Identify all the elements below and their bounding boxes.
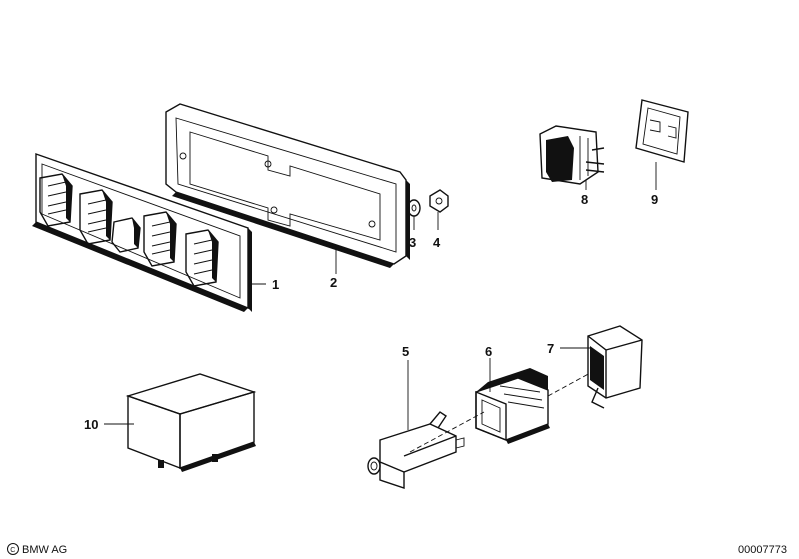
cover-plate-drawing (635, 99, 689, 163)
relay-box-drawing (125, 373, 257, 472)
brand-text: BMW AG (22, 544, 67, 556)
part-label-7: 7 (547, 341, 554, 356)
rocker-switch-1 (39, 173, 73, 227)
part-label-4: 4 (433, 235, 441, 250)
drawing-number: 00007773 (738, 544, 787, 556)
copyright-mark: C (7, 543, 19, 555)
rocker-switch-3 (143, 211, 177, 267)
rocker-switch-4 (185, 229, 219, 287)
switch-housing-drawing (475, 368, 550, 444)
nut-drawing (429, 189, 449, 213)
part-label-5: 5 (402, 344, 409, 359)
part-label-10: 10 (84, 417, 98, 432)
leader-lines (104, 162, 657, 430)
circuit-switch-drawing (367, 411, 465, 489)
frame-drawing (165, 103, 410, 268)
part-label-6: 6 (485, 344, 492, 359)
switch-insert-drawing (587, 325, 643, 409)
part-label-9: 9 (651, 192, 658, 207)
part-label-1: 1 (272, 277, 279, 292)
svg-text:C: C (10, 547, 15, 554)
part-label-8: 8 (581, 192, 588, 207)
switch-panel-drawing (32, 153, 252, 312)
rocker-switch-drawing (539, 125, 605, 185)
part-label-2: 2 (330, 275, 337, 290)
rocker-switch-2 (79, 189, 113, 245)
indicator-lamp (111, 217, 141, 253)
assembly-line (409, 371, 593, 453)
part-label-3: 3 (409, 235, 416, 250)
